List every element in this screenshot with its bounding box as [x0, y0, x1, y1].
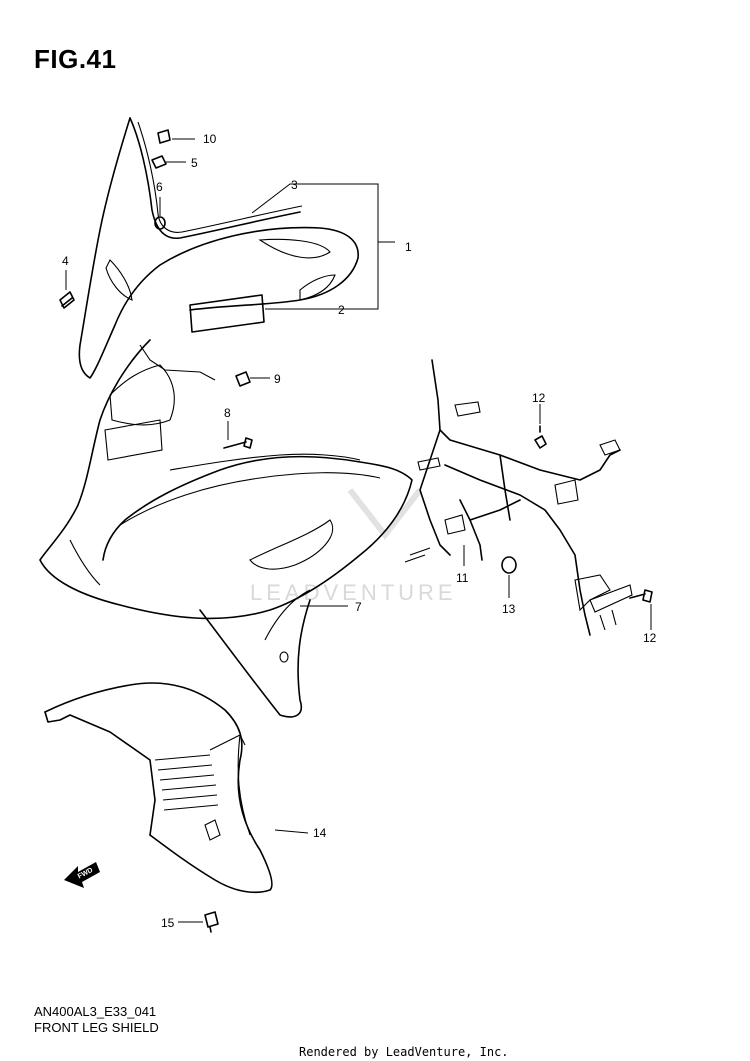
callout-6: 6 [156, 180, 163, 194]
part-bolt-12-right [629, 589, 653, 603]
part-upper-cover [78, 117, 359, 379]
callout-9: 9 [274, 372, 281, 386]
part-clip-10 [157, 129, 171, 144]
callout-2: 2 [338, 303, 345, 317]
callout-5: 5 [191, 156, 198, 170]
leader-lines [65, 138, 652, 923]
callout-labels: 10 5 6 3 1 2 4 9 8 7 12 11 13 12 14 15 [62, 132, 657, 930]
watermark-logo [347, 488, 423, 540]
callout-3: 3 [291, 178, 298, 192]
part-clip-9 [235, 371, 251, 387]
callout-1: 1 [405, 240, 412, 254]
callout-8: 8 [224, 406, 231, 420]
figure-title: FIG.41 [34, 44, 117, 74]
part-screw-8 [223, 437, 253, 449]
callout-15: 15 [161, 916, 175, 930]
callout-10: 10 [203, 132, 217, 146]
callout-13: 13 [502, 602, 516, 616]
render-credit: Rendered by LeadVenture, Inc. [299, 1045, 509, 1059]
part-grommet-6 [154, 216, 166, 230]
model-code: AN400AL3_E33_041 [34, 1004, 157, 1019]
fwd-arrow-icon: FWD [64, 862, 100, 888]
part-lower-cover [44, 682, 273, 894]
part-clip-4 [59, 291, 75, 309]
part-frame-bracket [404, 359, 633, 636]
callout-12-right: 12 [643, 631, 657, 645]
part-bolt-12-top [534, 425, 547, 449]
callout-7: 7 [355, 600, 362, 614]
part-collar-13 [501, 556, 517, 574]
callout-11: 11 [456, 571, 469, 585]
figure-caption: FRONT LEG SHIELD [34, 1020, 159, 1035]
part-fastener-15 [204, 911, 219, 933]
callout-12-top: 12 [532, 391, 546, 405]
part-front-leg-shield [39, 339, 413, 718]
part-nut-5 [151, 155, 167, 169]
callout-4: 4 [62, 254, 69, 268]
callout-14: 14 [313, 826, 327, 840]
watermark-text: LEADVENTURE [250, 580, 457, 605]
